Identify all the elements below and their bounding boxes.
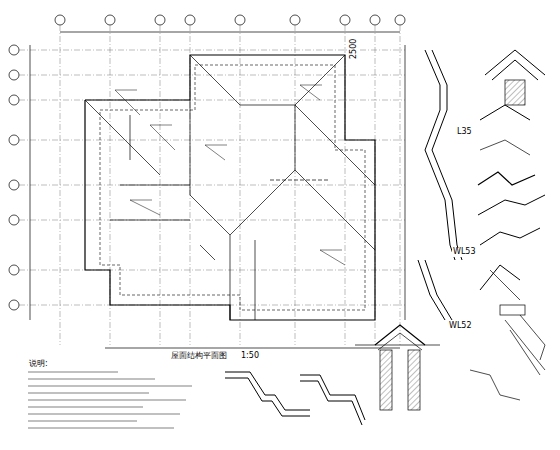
grid-line — [19, 100, 405, 101]
leader-line — [205, 145, 225, 160]
note-line — [28, 386, 192, 387]
axis-bubble — [9, 45, 19, 55]
axis-bubble — [370, 15, 380, 25]
drawing-title: 屋面结构平面图 — [170, 352, 228, 361]
note-line — [28, 421, 137, 422]
note-line — [28, 393, 149, 394]
grid-line — [19, 270, 405, 271]
leader-line — [300, 85, 322, 86]
leader-line — [115, 90, 140, 115]
axis-bubble — [105, 15, 115, 25]
leader-line — [115, 90, 137, 91]
note-line — [28, 372, 118, 373]
axis-bubble — [9, 135, 19, 145]
axis-bubble — [9, 300, 19, 310]
drawing-scale: 1:50 — [240, 352, 260, 361]
leader-line — [320, 250, 345, 265]
axis-bubble — [55, 15, 65, 25]
axis-bubble — [9, 215, 19, 225]
axis-bubble — [340, 15, 350, 25]
note-line — [28, 414, 180, 415]
axis-bubble — [9, 70, 19, 80]
axis-bubble — [290, 15, 300, 25]
leader-line — [205, 145, 227, 146]
member-label: WL53 — [452, 248, 477, 257]
member-label: L35 — [456, 128, 473, 137]
grid-line — [19, 220, 405, 221]
leader-line — [300, 85, 320, 100]
note-line — [28, 428, 174, 429]
leader-line — [320, 250, 342, 251]
axis-bubble — [9, 95, 19, 105]
axis-bubble — [185, 15, 195, 25]
axis-bubble — [155, 15, 165, 25]
grid-line — [19, 50, 405, 51]
member-label: WL52 — [448, 322, 473, 331]
axis-bubble — [235, 15, 245, 25]
notes-heading: 说明: — [28, 360, 49, 369]
grid-line — [19, 75, 405, 76]
grid-line — [400, 25, 401, 345]
leader-line — [130, 200, 152, 201]
leader-line — [150, 125, 172, 126]
axis-bubble — [9, 265, 19, 275]
leader-line — [150, 125, 175, 150]
leader-line — [130, 200, 160, 215]
axis-bubble — [9, 180, 19, 190]
note-line — [28, 400, 186, 401]
dimension: 2500 — [350, 38, 359, 60]
note-line — [28, 379, 155, 380]
grid-line — [19, 185, 405, 186]
axis-bubble — [395, 15, 405, 25]
note-line — [28, 407, 143, 408]
